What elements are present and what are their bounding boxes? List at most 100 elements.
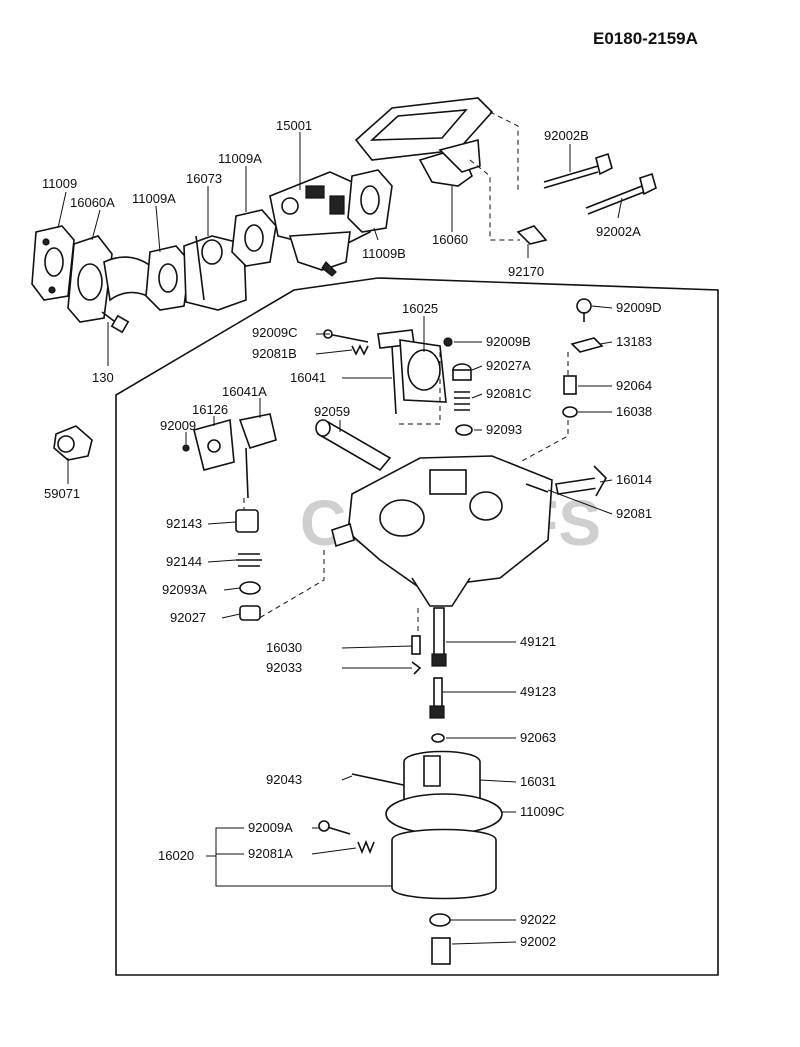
spring-92081B [351, 344, 369, 356]
gasket-11009C [385, 793, 503, 835]
label-16038: 16038 [616, 404, 652, 419]
label-92063: 92063 [520, 730, 556, 745]
label-11009A-left: 11009A [132, 191, 176, 206]
label-11009C: 11009C [520, 804, 565, 819]
label-92081A: 92081A [248, 846, 293, 861]
label-92027: 92027 [170, 610, 206, 625]
label-16073: 16073 [186, 171, 222, 186]
drain-bolt-92002 [431, 937, 451, 965]
cap-92027 [239, 605, 261, 621]
label-49123: 49123 [520, 684, 556, 699]
label-92009D: 92009D [616, 300, 662, 315]
washer-92093A [239, 581, 261, 595]
plate-16126 [193, 418, 235, 471]
fitting-59071 [53, 425, 93, 461]
label-92033: 92033 [266, 660, 302, 675]
label-49121: 49121 [520, 634, 556, 649]
gasket-11009B [347, 169, 393, 233]
label-16030: 16030 [266, 640, 302, 655]
tube-92059 [315, 419, 392, 472]
label-15001: 15001 [276, 118, 312, 133]
clip-92033 [411, 661, 422, 675]
float-bowl [391, 828, 497, 900]
label-92081C: 92081C [486, 386, 532, 401]
washer-92022 [429, 913, 451, 927]
label-16025: 16025 [402, 301, 438, 316]
screw-92009 [182, 444, 190, 452]
label-16060A: 16060A [70, 195, 115, 210]
intake-pipe-16060A [67, 235, 161, 323]
carburetor-15001 [269, 171, 371, 277]
washer-92093 [455, 424, 473, 436]
guide-line-3 [398, 352, 441, 425]
label-92009A: 92009A [248, 820, 293, 835]
insulator-16073 [183, 235, 247, 311]
gasket-11009A-right [231, 209, 277, 267]
guide-line-1 [489, 111, 519, 190]
label-16060: 16060 [432, 232, 468, 247]
label-59071: 59071 [44, 486, 80, 501]
label-16041A: 16041A [222, 384, 267, 399]
clip-13183 [570, 337, 604, 353]
label-92009C: 92009C [252, 325, 298, 340]
pin-16030 [411, 635, 421, 655]
label-92009: 92009 [160, 418, 196, 433]
bolt-92002B [543, 152, 613, 189]
gasket-92063 [431, 733, 445, 743]
label-13183: 13183 [616, 334, 652, 349]
screw-92009C [323, 329, 369, 343]
label-92002B: 92002B [544, 128, 589, 143]
screw-92009B [443, 337, 453, 347]
leader-lines [57, 132, 623, 945]
label-92022: 92022 [520, 912, 556, 927]
pin-92043 [351, 773, 409, 787]
label-16020: 16020 [158, 848, 194, 863]
label-92093: 92093 [486, 422, 522, 437]
gasket-11009A-left [145, 245, 191, 311]
label-92009B: 92009B [486, 334, 531, 349]
intake-gasket-11009 [31, 225, 75, 301]
nozzle-49121 [431, 607, 447, 667]
label-92043: 92043 [266, 772, 302, 787]
label-16031: 16031 [520, 774, 556, 789]
guide-line-5 [519, 420, 569, 463]
bolt-92002A [585, 172, 657, 215]
label-92144: 92144 [166, 554, 202, 569]
float-valve-92143 [235, 509, 259, 533]
guide-line-2 [469, 159, 520, 241]
choke-shaft-16041 [377, 329, 447, 415]
label-92064: 92064 [616, 378, 652, 393]
idle-screw-16014 [525, 465, 607, 497]
label-16041: 16041 [290, 370, 326, 385]
spring-92144 [236, 553, 262, 567]
label-92027A: 92027A [486, 358, 531, 373]
main-jet-49123 [429, 677, 445, 719]
label-92081B: 92081B [252, 346, 297, 361]
needle-92064 [563, 375, 577, 395]
label-92002: 92002 [520, 934, 556, 949]
label-92081: 92081 [616, 506, 652, 521]
cap-92027A [452, 363, 472, 381]
bracket-92170 [516, 225, 548, 245]
label-92143: 92143 [166, 516, 202, 531]
label-11009B: 11009B [362, 246, 406, 261]
spring-92081C [454, 391, 470, 411]
throttle-lever-16041A [238, 413, 277, 499]
label-16014: 16014 [616, 472, 652, 487]
bolt-130 [101, 311, 130, 334]
diagram-code: E0180-2159A [593, 29, 698, 48]
label-92093A: 92093A [162, 582, 207, 597]
spring-92081A [357, 839, 375, 855]
air-cleaner-base-16060 [354, 97, 494, 187]
label-16126: 16126 [192, 402, 228, 417]
guide-line-7 [255, 550, 325, 621]
label-11009: 11009 [42, 176, 77, 191]
screw-92009A [318, 820, 351, 835]
label-11009A-right: 11009A [218, 151, 262, 166]
label-92170: 92170 [508, 264, 544, 279]
detail-frame [115, 277, 719, 976]
carb-body [331, 455, 553, 607]
label-92002A: 92002A [596, 224, 641, 239]
oring-16038 [562, 406, 578, 418]
